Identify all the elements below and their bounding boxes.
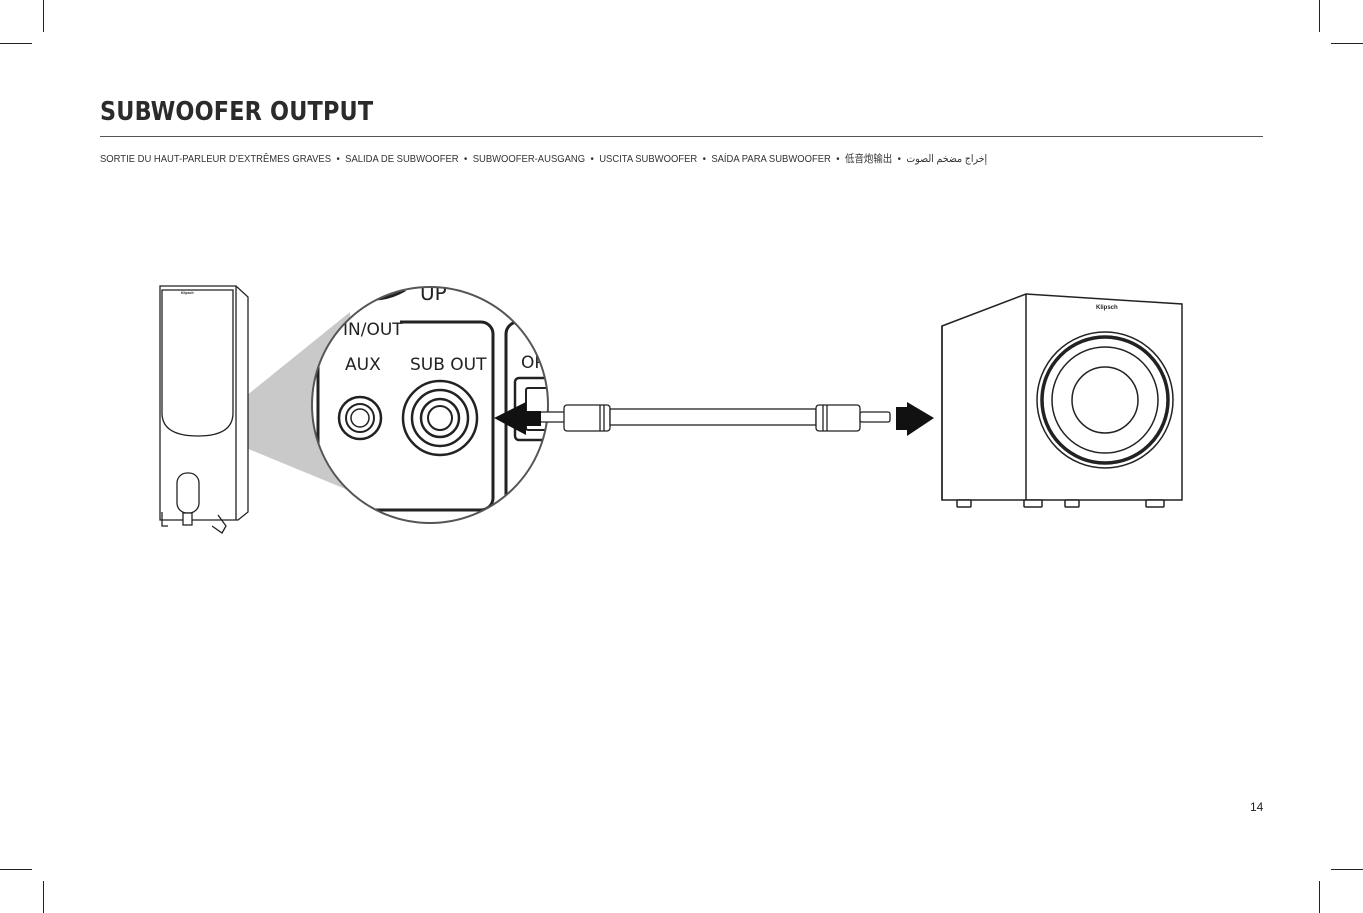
crop-mark <box>1319 881 1320 913</box>
title-de: SUBWOOFER-AUSGANG <box>472 153 586 165</box>
zoom-circle-border <box>311 286 549 524</box>
subwoofer <box>941 293 1183 508</box>
title-ar: إخراج مضخم الصوت <box>906 153 988 165</box>
crop-mark <box>1331 869 1363 870</box>
tower-speaker <box>159 285 249 534</box>
arrow-right <box>896 402 934 436</box>
panel-label-up: UP <box>420 281 447 305</box>
title-it: USCITA SUBWOOFER <box>599 153 698 165</box>
tower-logo: Klipsch <box>181 291 194 295</box>
title-pt: SAÍDA PARA SUBWOOFER <box>711 153 831 165</box>
separator: • <box>702 153 706 165</box>
separator: • <box>463 153 468 165</box>
separator: • <box>836 153 840 165</box>
translated-titles: SORTIE DU HAUT-PARLEUR D’EXTRÊMES GRAVES… <box>100 151 987 166</box>
separator: • <box>590 153 594 165</box>
title-zh: 低音炮输出 <box>845 153 893 165</box>
title-fr: SORTIE DU HAUT-PARLEUR D’EXTRÊMES GRAVES <box>100 153 332 165</box>
sub-out-jack <box>401 379 479 457</box>
subwoofer-logo: Klipsch <box>1096 305 1118 311</box>
panel-label-inout: IN/OUT <box>343 320 403 340</box>
aux-jack <box>337 395 383 441</box>
title-divider <box>100 136 1263 137</box>
panel-label-aux: AUX <box>345 355 381 375</box>
crop-mark <box>43 881 44 913</box>
panel-label-sub-out: SUB OUT <box>410 355 487 375</box>
crop-mark <box>0 43 32 44</box>
page-title: SUBWOOFER OUTPUT <box>100 97 374 127</box>
crop-mark <box>0 869 32 870</box>
separator: • <box>897 153 901 165</box>
rca-cable <box>539 404 891 432</box>
crop-mark <box>43 0 44 32</box>
title-es: SALIDA DE SUBWOOFER <box>345 153 459 165</box>
crop-mark <box>1319 0 1320 32</box>
crop-mark <box>1331 43 1363 44</box>
arrow-left <box>494 402 541 435</box>
separator: • <box>336 153 340 165</box>
page-number: 14 <box>1250 800 1264 814</box>
